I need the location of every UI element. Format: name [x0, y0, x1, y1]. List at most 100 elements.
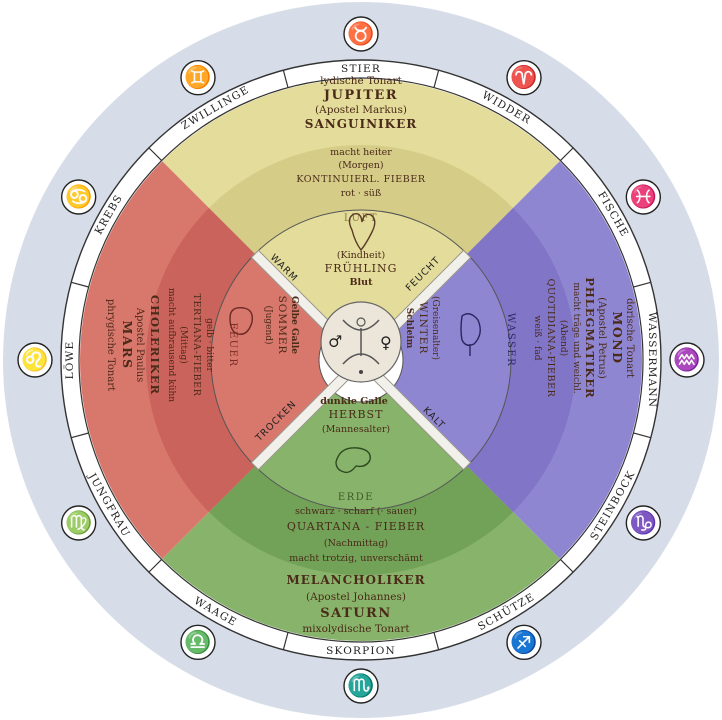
earth-mode: mixolydische Tonart	[302, 623, 410, 635]
quadrant-air-middle-ring	[208, 145, 514, 254]
water-apostle: (Apostel Petrus)	[596, 297, 607, 379]
air-humor: Blut	[350, 277, 374, 288]
air-element: LUFT	[344, 213, 378, 224]
water-planet: MOND	[610, 312, 625, 365]
earth-temperament: MELANCHOLIKER	[286, 573, 425, 587]
zodiac-divider	[559, 147, 574, 162]
zodiac-divider	[633, 281, 651, 288]
zodiac-wassermann-icon: ♒	[673, 347, 700, 373]
zodiac-band-inner-edge	[78, 77, 644, 643]
zodiac-divider	[148, 147, 163, 162]
water-effect: macht träge und weichl.	[571, 282, 581, 393]
fire-planet: MARS	[120, 321, 135, 370]
fire-fever: TERTIANA-FIEBER	[191, 294, 202, 397]
earth-effect: macht trotzig, unverschämt	[289, 553, 423, 564]
zodiac-divider	[71, 432, 89, 439]
zodiac-label-stier: STIER	[341, 63, 381, 75]
air-effect: macht heiter	[330, 147, 392, 158]
zodiac-divider	[148, 558, 163, 573]
fire-age: (Jugend)	[263, 305, 274, 344]
zodiac-steinbock-icon: ♑	[630, 510, 657, 536]
water-temperament: PHLEGMATIKER	[583, 277, 597, 398]
zodiac-stier-icon: ♉	[347, 21, 374, 47]
zodiac-divider	[633, 432, 651, 439]
zodiac-label-löwe: LÖWE	[62, 341, 76, 380]
male-symbol: ♂	[328, 332, 342, 351]
zodiac-zwillinge-icon: ♊	[184, 65, 211, 91]
zodiac-symbol-circle	[180, 59, 216, 96]
water-age: (Greisenalter)	[430, 296, 441, 360]
zodiac-symbol-circle	[180, 624, 216, 661]
fire-element: FEUER	[227, 323, 238, 368]
earth-fever: QUARTANA - FIEBER	[287, 520, 425, 533]
female-symbol: ♀	[380, 333, 392, 352]
zodiac-divider	[559, 558, 574, 573]
earth-time: (Nachmittag)	[324, 538, 388, 549]
quadrant-earth-middle-ring	[208, 466, 514, 575]
earth-age: (Mannesalter)	[322, 424, 390, 435]
zodiac-symbol-circle	[506, 59, 542, 96]
earth-texts: dunkle Galle HERBST (Mannesalter) ERDE s…	[286, 396, 425, 635]
zodiac-symbol-circle	[60, 505, 97, 541]
air-temperament: SANGUINIKER	[305, 117, 417, 131]
quadrant-fire-middle-ring	[146, 207, 255, 513]
zodiac-symbol-circle	[669, 342, 705, 378]
zodiac-symbols: ♉ ♈ ♓ ♒ ♑ ♐ ♏ ♎ ♍ ♌ ♋ ♊	[17, 16, 705, 704]
water-time: (Abend)	[558, 320, 569, 356]
zodiac-symbol-circle	[506, 624, 542, 661]
quadrant-water-middle-ring	[467, 207, 576, 513]
air-apostle: (Apostel Markus)	[315, 104, 407, 116]
zodiac-symbol-circle	[343, 16, 379, 52]
zodiac-symbol-circle	[343, 668, 379, 704]
air-mode: lydische Tonart	[320, 75, 403, 87]
fire-effect: macht aufbrausend kühn	[166, 288, 176, 402]
zodiac-divider	[433, 632, 440, 650]
fire-season: SOMMER	[276, 296, 288, 355]
earth-taste: schwarz · scharf (· sauer)	[295, 506, 417, 517]
zodiac-symbol-circle	[60, 179, 97, 215]
zodiac-symbol-circle	[17, 342, 53, 378]
zodiac-divider	[282, 632, 289, 650]
center-medallion: ♂ ♀	[320, 301, 402, 383]
zodiac-löwe-icon: ♌	[21, 347, 48, 373]
fire-temperament: CHOLERIKER	[148, 295, 162, 395]
earth-apostle: (Apostel Johannes)	[306, 591, 406, 603]
water-taste: weiß · fad	[532, 316, 542, 361]
water-texts: (Greisenalter) WINTER Schleim WASSER mac…	[404, 277, 635, 398]
zodiac-divider	[282, 70, 289, 88]
fire-texts: phrygische Tonart MARS Apostel Paulus CH…	[105, 288, 299, 402]
zodiac-label-skorpion: SKORPION	[326, 645, 396, 657]
lung-icon	[460, 313, 481, 356]
air-taste: rot · süß	[341, 188, 381, 199]
water-mode: dorische Tonart	[624, 298, 635, 378]
zodiac-skorpion-icon: ♏	[347, 673, 374, 699]
water-element: WASSER	[505, 313, 516, 367]
zodiac-divider	[433, 70, 440, 88]
zodiac-divider	[71, 281, 89, 288]
fire-humor: Gelbe Galle	[289, 296, 299, 354]
zodiac-fische-icon: ♓	[630, 184, 657, 210]
zodiac-widder-icon: ♈	[510, 65, 537, 91]
fire-apostle: Apostel Paulus	[134, 307, 145, 383]
water-humor: Schleim	[404, 308, 414, 349]
air-texts: lydische Tonart JUPITER (Apostel Markus)…	[296, 75, 425, 288]
heart-icon	[348, 212, 376, 252]
air-planet: JUPITER	[323, 88, 398, 103]
earth-humor: dunkle Galle	[320, 396, 388, 407]
fire-taste: gelb · bitter	[204, 318, 214, 373]
zodiac-krebs-icon: ♋	[65, 184, 92, 210]
zodiac-symbol-circle	[625, 179, 662, 215]
zodiac-symbol-circle	[625, 505, 662, 541]
air-time: (Morgen)	[338, 160, 383, 171]
fire-time: (Mittag)	[178, 326, 189, 363]
water-season: WINTER	[417, 302, 429, 355]
zodiac-schütze-icon: ♐	[510, 629, 537, 655]
earth-season: HERBST	[329, 408, 384, 421]
zodiac-jungfrau-icon: ♍	[65, 510, 92, 536]
zodiac-waage-icon: ♎	[184, 629, 211, 655]
liver-icon	[229, 307, 254, 335]
human-figure-icon	[342, 319, 380, 365]
air-season: FRÜHLING	[325, 261, 398, 275]
water-fever: QUOTIDIANA-FIEBER	[545, 279, 556, 398]
